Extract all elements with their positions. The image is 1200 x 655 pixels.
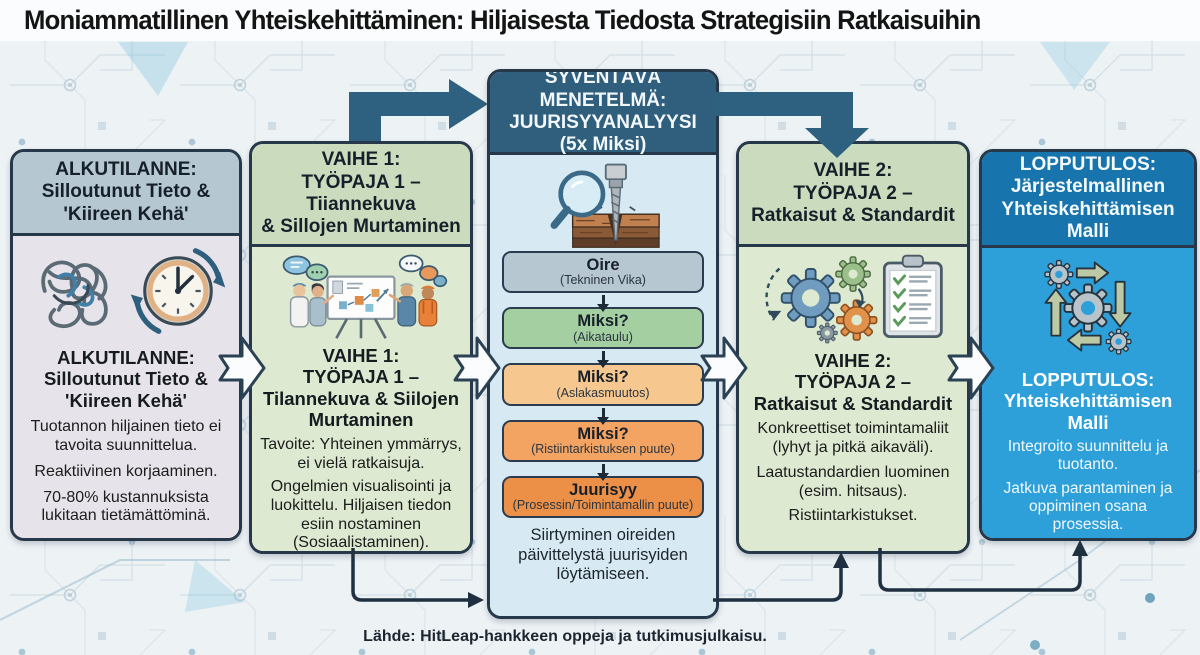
lopputulos-point: Valmistettavuus varmistetaan systemaatti… (992, 539, 1184, 541)
chain-title: Miksi? (577, 312, 629, 331)
chain-title: Oire (586, 256, 620, 274)
chain-box-miksi-3: Miksi? (Ristiintarkistuksen puute) (502, 419, 704, 462)
panel-alkutilanne: ALKUTILANNE: Silloutunut Tieto & 'Kiiree… (10, 149, 242, 541)
lopputulos-point: Jatkuva parantaminen ja oppiminen osana … (1003, 479, 1173, 533)
down-arrow-icon (596, 351, 609, 369)
title-bar: Moniammatillinen Yhteiskehittäminen: Hil… (0, 0, 1200, 41)
vaihe1-subheader: VAIHE 1: TYÖPAJA 1 – Tilannekuva & Siilo… (262, 345, 460, 431)
chain-title: Juurisyy (569, 480, 637, 499)
gears-checklist-icon (764, 254, 943, 344)
page-title: Moniammatillinen Yhteiskehittäminen: Hil… (24, 5, 981, 35)
juurisyyanalyysi-body: Oire (Tekninen Vika) Miksi? (Aikataulu) … (490, 155, 716, 616)
chain-subtitle: (Prosessin/Toimintamallin puute) (512, 498, 694, 513)
vaihe2-point: Laatustandardien luominen (esim. hitsaus… (756, 463, 950, 500)
vaihe1-body: VAIHE 1: TYÖPAJA 1 – Tilannekuva & Siilo… (252, 247, 470, 552)
chain-box-miksi-1: Miksi? (Aikataulu) (502, 307, 704, 350)
down-arrow-icon (596, 295, 609, 313)
chain-box-juurisyy: Juurisyy (Prosessin/Toimintamallin puute… (502, 475, 704, 519)
vaihe1-point: Tavoite: Yhteinen ymmärrys, ei vielä rat… (260, 435, 462, 472)
panel-vaihe1: VAIHE 1: TYÖPAJA 1 – Tiiannekuva & Sillo… (249, 141, 473, 554)
vaihe2-subheader: VAIHE 2: TYÖPAJA 2 – Ratkaisut & Standar… (753, 350, 953, 414)
tangled-knot-icon (41, 260, 108, 329)
panel-lopputulos: LOPPUTULOS: Järjestelmallinen Yhteiskehi… (979, 149, 1197, 541)
alkutilanne-subheader: ALKUTILANNE: Silloutunut Tieto & 'Kiiree… (43, 347, 209, 411)
chain-subtitle: (Ristiintarkistuksen puute) (531, 442, 675, 457)
chain-title: Miksi? (577, 424, 629, 443)
vaihe2-body: VAIHE 2: TYÖPAJA 2 – Ratkaisut & Standar… (739, 247, 967, 551)
vaihe2-point: Konkreettiset toimintamaliit (lyhyt ja p… (757, 420, 949, 457)
gear-cycle-icon (1044, 259, 1132, 355)
juurisyyanalyysi-header: SYVENTÄVÄ MENETELMÄ: JUURISYYANALYYSI (5… (490, 72, 716, 155)
chain-box-oire: Oire (Tekninen Vika) (502, 251, 704, 294)
lopputulos-subheader: LOPPUTULOS: Yhteiskehittämisen Malli (1003, 369, 1173, 433)
down-arrow-icon (596, 463, 609, 481)
alkutilanne-header: ALKUTILANNE: Silloutunut Tieto & 'Kiiree… (13, 152, 239, 236)
clock-cycle-icon (130, 248, 226, 334)
source-note: Lähde: HitLeap-hankkeen oppeja ja tutkim… (363, 628, 767, 645)
chain-note: Siirtyminen oireiden päivittelystä juuri… (518, 526, 688, 584)
vaihe1-point: Ongelmien visualisointi ja luokittelu. H… (270, 478, 452, 552)
chain-subtitle: (Aikataulu) (573, 329, 633, 344)
vaihe2-header: VAIHE 2: TYÖPAJA 2 – Ratkaisut & Standar… (739, 144, 967, 247)
down-arrow-icon (596, 407, 609, 425)
lopputulos-header: LOPPUTULOS: Järjestelmallinen Yhteiskehi… (982, 152, 1194, 248)
chain-subtitle: (Aslakasmuutos) (556, 385, 650, 400)
chain-subtitle: (Tekninen Vika) (560, 273, 646, 288)
panel-juurisyyanalyysi: SYVENTÄVÄ MENETELMÄ: JUURISYYANALYYSI (5… (487, 69, 719, 619)
alkutilanne-body: ALKUTILANNE: Silloutunut Tieto & 'Kiiree… (13, 236, 239, 538)
alkutilanne-point: Tuotannon hiljainen tieto ei tavoita suu… (30, 418, 222, 455)
panel-vaihe2: VAIHE 2: TYÖPAJA 2 – Ratkaisut & Standar… (736, 141, 970, 554)
alkutilanne-point: Reaktiivinen korjaaminen. (34, 462, 218, 480)
lopputulos-body: LOPPUTULOS: Yhteiskehittämisen Malli Int… (982, 248, 1194, 541)
lopputulos-point: Integroito suunnittelu ja tuotanto. (1007, 438, 1169, 474)
chain-box-miksi-2: Miksi? (Aslakasmuutos) (502, 363, 704, 406)
chain-title: Miksi? (577, 368, 629, 387)
workshop-illustration-icon (282, 254, 448, 339)
root-cause-drill-icon (550, 163, 660, 248)
alkutilanne-point: 70-80% kustannuksista lukitaan tietämätt… (41, 488, 211, 525)
vaihe1-header: VAIHE 1: TYÖPAJA 1 – Tiiannekuva & Sillo… (252, 144, 470, 247)
vaihe2-point: Ristiintarkistukset. (788, 507, 918, 525)
alkutilanne-icons (24, 242, 228, 340)
